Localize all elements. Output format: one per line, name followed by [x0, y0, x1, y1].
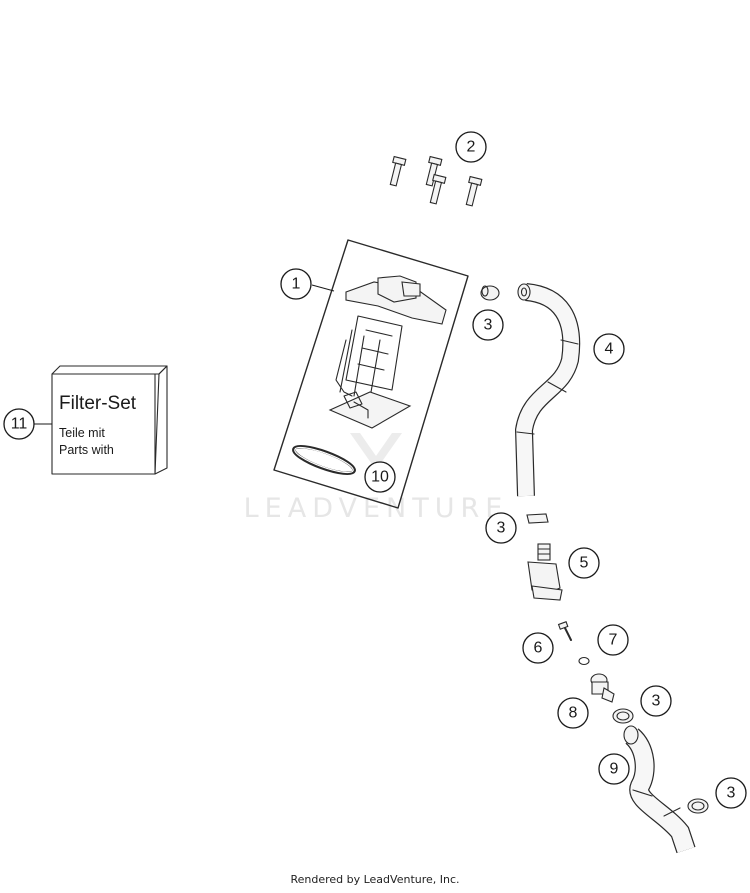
callout-10[interactable]: 10: [364, 461, 396, 493]
watermark: LEADVENTURE: [244, 433, 509, 524]
callout-8[interactable]: 8: [557, 697, 589, 729]
callout-8-label: 8: [569, 705, 578, 722]
callout-3-b-label: 3: [497, 520, 506, 537]
callout-2[interactable]: 2: [455, 131, 487, 163]
callout-3-b[interactable]: 3: [485, 512, 517, 544]
callout-4[interactable]: 4: [593, 333, 625, 365]
callout-7-label: 7: [609, 632, 618, 649]
callout-9[interactable]: 9: [598, 753, 630, 785]
fuel-hose-part[interactable]: [514, 283, 581, 497]
callout-3-d-label: 3: [727, 785, 736, 802]
callout-2-label: 2: [467, 139, 476, 156]
callout-6[interactable]: 6: [522, 632, 554, 664]
screw-part[interactable]: [557, 621, 572, 641]
callout-3-a[interactable]: 3: [472, 309, 504, 341]
hose-clamp-part-b[interactable]: [526, 513, 549, 524]
callout-11[interactable]: 11: [3, 408, 35, 440]
callout-11-label: 11: [11, 416, 28, 433]
watermark-text: LEADVENTURE: [244, 493, 509, 524]
filter-set-box[interactable]: Filter-Set Teile mit Parts with: [51, 365, 168, 475]
fuel-pump-assembly[interactable]: [273, 239, 469, 509]
bolts-part[interactable]: [387, 155, 483, 207]
valve-fitting-part[interactable]: [590, 673, 615, 703]
callout-10-label: 10: [371, 469, 389, 486]
callout-4-label: 4: [605, 341, 614, 358]
callout-3-c[interactable]: 3: [640, 685, 672, 717]
callout-7[interactable]: 7: [597, 624, 629, 656]
filter-set-line-1: Teile mit: [59, 426, 105, 440]
o-ring-part[interactable]: [291, 442, 357, 479]
callout-3-c-label: 3: [652, 693, 661, 710]
quick-connector-part[interactable]: [527, 543, 563, 601]
footer-credit: Rendered by LeadVenture, Inc.: [290, 873, 460, 886]
hose-clamp-part-d[interactable]: [687, 798, 709, 814]
callout-9-label: 9: [610, 761, 619, 778]
hose-clamp-part-a[interactable]: [480, 285, 500, 301]
leader-lines: [34, 284, 335, 425]
callout-5[interactable]: 5: [568, 547, 600, 579]
callout-1-label: 1: [292, 276, 301, 293]
callout-6-label: 6: [534, 640, 543, 657]
filter-set-title: Filter-Set: [59, 393, 137, 414]
hose-clamp-part-c[interactable]: [612, 708, 634, 724]
lower-hose-part[interactable]: [623, 725, 696, 854]
washer-part[interactable]: [578, 656, 590, 666]
callout-3-d[interactable]: 3: [715, 777, 747, 809]
callout-3-a-label: 3: [484, 317, 493, 334]
filter-set-line-2: Parts with: [59, 443, 114, 457]
callout-5-label: 5: [580, 555, 589, 572]
callout-1[interactable]: 1: [280, 268, 312, 300]
